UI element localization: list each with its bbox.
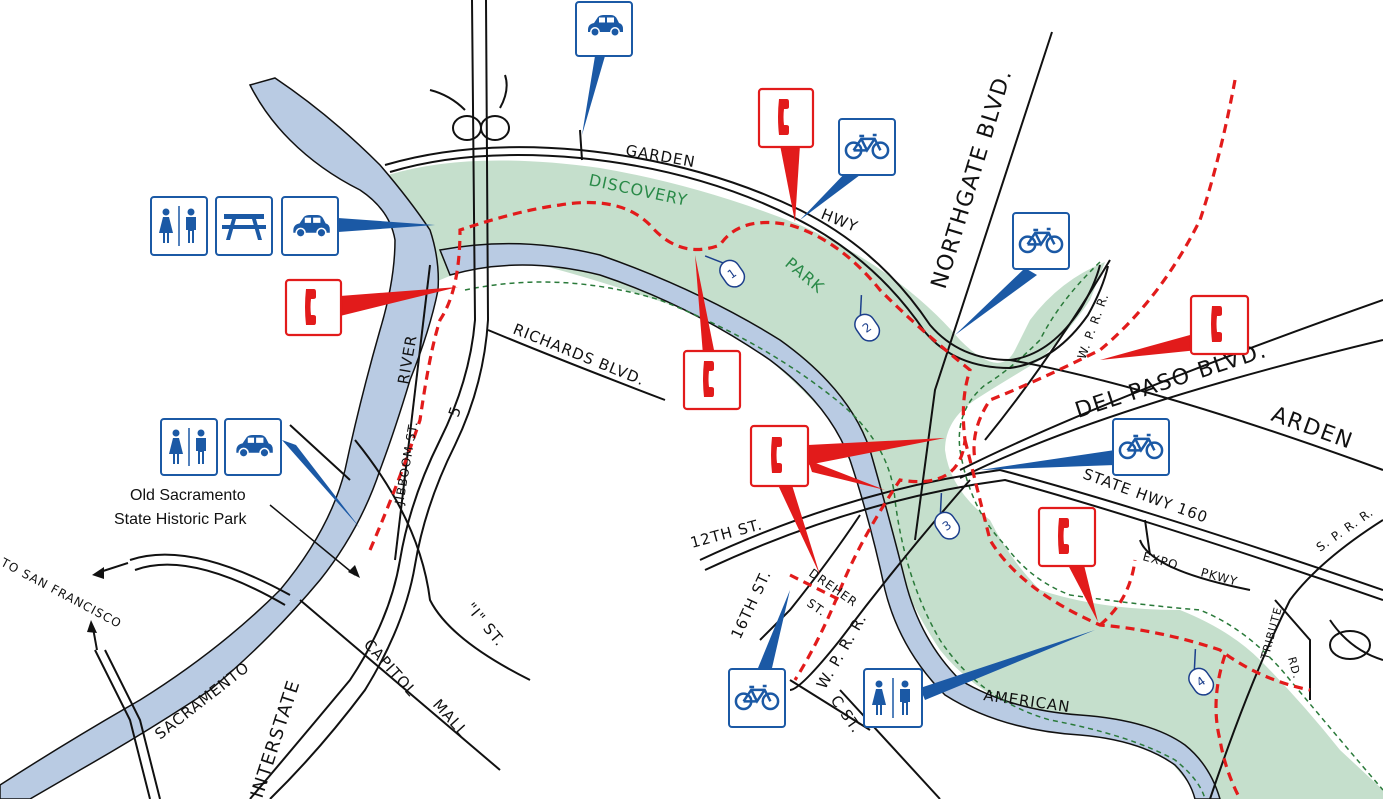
telephone-icon[interactable] [749, 424, 810, 488]
bicycle-icon[interactable] [1012, 212, 1070, 270]
discovery-park-area [388, 160, 1383, 799]
label-arden: ARDEN [1268, 402, 1357, 455]
telephone-icon[interactable] [757, 87, 815, 149]
mile-marker-2: 2 [854, 294, 881, 342]
label-richards: RICHARDS BLVD. [511, 320, 648, 389]
telephone-icon[interactable] [1189, 294, 1250, 356]
telephone-icon[interactable] [284, 278, 343, 337]
bicycle-icon[interactable] [838, 118, 896, 176]
parking-icon[interactable] [281, 196, 339, 256]
park-boundary [464, 281, 1206, 799]
label-tribute: TRIBUTE [1258, 605, 1285, 661]
bicycle-icon[interactable] [1112, 418, 1170, 476]
mile-marker-4: 4 [1188, 648, 1215, 696]
label-expo: EXPO [1141, 549, 1180, 572]
label-garden: GARDEN [624, 141, 697, 171]
label-old-sac-2: State Historic Park [114, 511, 247, 528]
american-river [438, 242, 1221, 799]
restroom-icon[interactable] [150, 196, 208, 256]
label-pkwy: PKWY [1199, 565, 1239, 588]
road-network [94, 0, 1383, 799]
picnic-table-icon[interactable] [215, 196, 273, 256]
label-mall: MALL [429, 696, 472, 741]
label-to-sf: TO SAN FRANCISCO [0, 555, 124, 631]
label-c-st: C ST. [827, 692, 866, 737]
label-hwy: HWY [819, 205, 861, 236]
bicycle-icon[interactable] [728, 668, 786, 728]
park-boundary-east [958, 261, 1383, 791]
restroom-icon[interactable] [863, 668, 923, 728]
mile-marker-1: 1 [704, 255, 746, 288]
direction-arrows [87, 504, 360, 651]
mile-markers: 1 2 3 4 [704, 255, 1215, 696]
telephone-icon[interactable] [682, 349, 742, 411]
parking-icon[interactable] [575, 1, 633, 57]
label-wprr-bottom: W. P. R. R. [813, 610, 871, 692]
label-16th: 16TH ST. [727, 567, 775, 642]
label-dreher-st: ST. [804, 596, 829, 619]
pointers [282, 56, 1198, 700]
label-12th: 12TH ST. [688, 515, 764, 552]
service-icons [150, 1, 1250, 728]
label-interstate: INTERSTATE [247, 677, 305, 799]
restroom-icon[interactable] [160, 418, 218, 476]
parking-icon[interactable] [224, 418, 282, 476]
telephone-icon[interactable] [1037, 506, 1097, 568]
label-rd: RD. [1285, 655, 1303, 680]
bike-trail [368, 79, 1311, 799]
sacramento-river [0, 77, 440, 799]
mile-marker-3: 3 [934, 492, 961, 540]
label-old-sac-1: Old Sacramento [130, 487, 246, 504]
